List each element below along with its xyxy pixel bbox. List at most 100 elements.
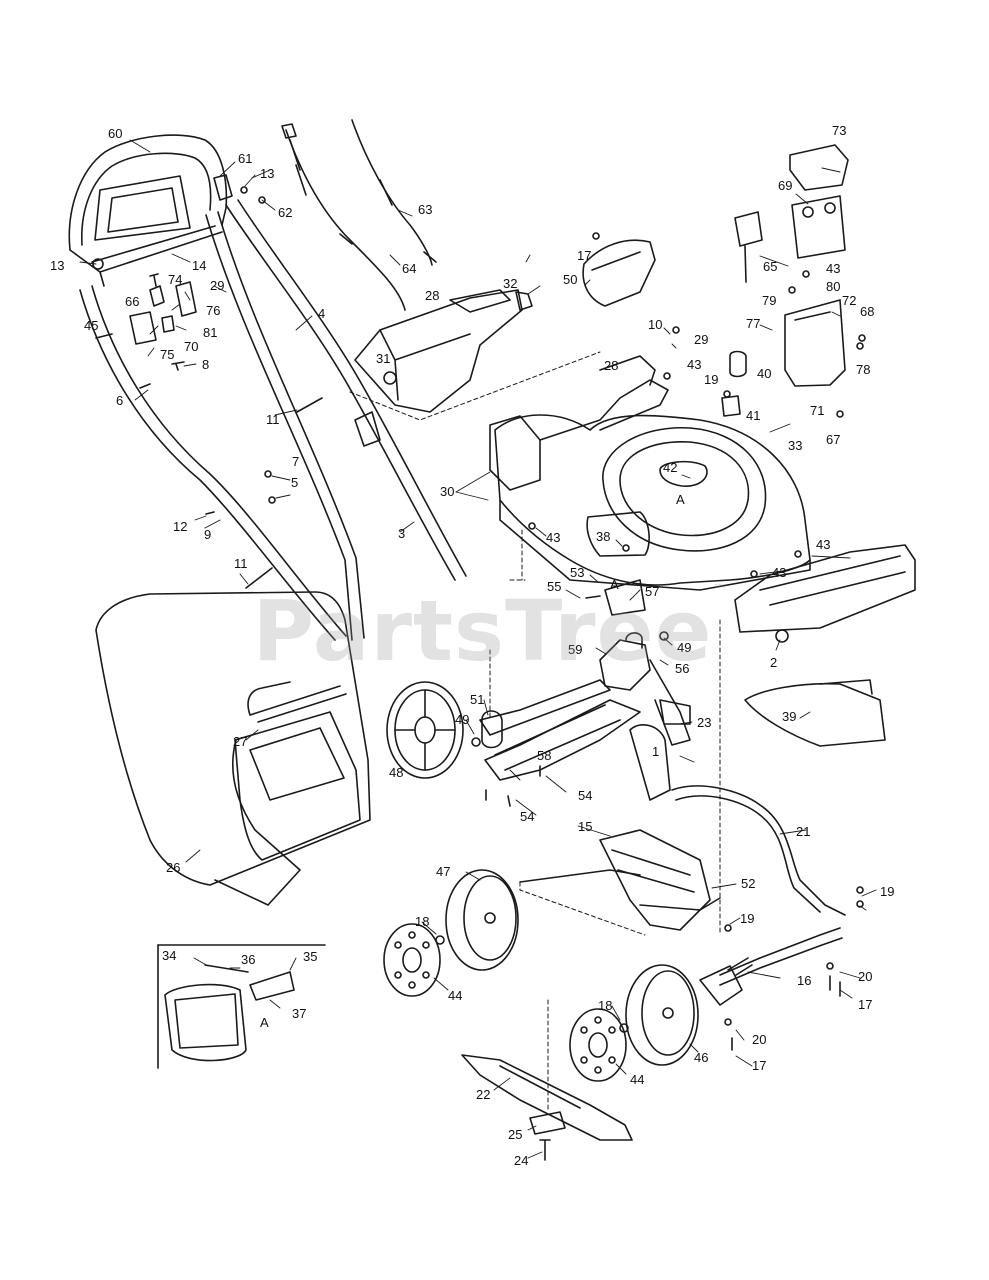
label-28b: 28 — [604, 358, 618, 373]
label-6: 6 — [116, 393, 123, 408]
label-73: 73 — [832, 123, 846, 138]
label-13: 13 — [260, 166, 274, 181]
lower-handle-tube[interactable] — [79, 211, 365, 641]
label-7: 7 — [292, 454, 299, 469]
handle-control-parts[interactable] — [129, 273, 197, 371]
label-42: 42 — [663, 460, 677, 475]
label-18: 18 — [415, 914, 429, 929]
label-49b: 49 — [455, 712, 469, 727]
label-71: 71 — [810, 403, 824, 418]
label-40: 40 — [757, 366, 771, 381]
label-36: 36 — [241, 952, 255, 967]
label-74: 74 — [168, 272, 182, 287]
label-16: 16 — [797, 973, 811, 988]
label-80: 80 — [826, 279, 840, 294]
upper-handle-assembly[interactable] — [68, 134, 233, 287]
label-62: 62 — [278, 205, 292, 220]
battery-cover[interactable] — [789, 144, 849, 191]
label-18b: 18 — [598, 998, 612, 1013]
drive-shift-assembly[interactable] — [479, 679, 641, 781]
battery-charger[interactable] — [734, 211, 763, 283]
label-75: 75 — [160, 347, 174, 362]
inset-frame — [157, 944, 326, 1069]
label-20: 20 — [858, 969, 872, 984]
label-56: 56 — [675, 661, 689, 676]
assembly-guide-lines — [349, 351, 721, 1111]
hubcap-left[interactable] — [383, 923, 441, 997]
label-43b: 43 — [546, 530, 560, 545]
front-wheel-left[interactable] — [445, 869, 519, 971]
blade-adapter[interactable] — [529, 1111, 566, 1135]
label-46: 46 — [694, 1050, 708, 1065]
label-38: 38 — [596, 529, 610, 544]
label-20b: 20 — [752, 1032, 766, 1047]
label-19c: 19 — [740, 911, 754, 926]
label-30: 30 — [440, 484, 454, 499]
front-wheel-right[interactable] — [625, 964, 699, 1066]
label-19: 19 — [704, 372, 718, 387]
label-77: 77 — [746, 316, 760, 331]
label-13b: 13 — [50, 258, 64, 273]
rear-wheel-hubcap[interactable] — [386, 681, 464, 779]
mulching-kit-inset[interactable] — [164, 964, 295, 1062]
label-54: 54 — [578, 788, 592, 803]
label-70: 70 — [184, 339, 198, 354]
label-ref-a-3: A — [260, 1015, 269, 1030]
mower-deck[interactable] — [489, 355, 811, 591]
label-34: 34 — [162, 948, 176, 963]
label-48: 48 — [389, 765, 403, 780]
wheel-height-adjuster[interactable] — [599, 699, 721, 931]
upper-handle-tube[interactable] — [225, 199, 467, 581]
label-3: 3 — [398, 526, 405, 541]
label-44b: 44 — [630, 1072, 644, 1087]
label-23: 23 — [697, 715, 711, 730]
front-axle[interactable] — [519, 869, 641, 883]
rear-discharge-door[interactable] — [354, 289, 533, 413]
hubcap-right[interactable] — [569, 1008, 627, 1082]
label-76: 76 — [206, 303, 220, 318]
label-39: 39 — [782, 709, 796, 724]
label-2: 2 — [770, 655, 777, 670]
side-discharge-chute[interactable] — [734, 544, 916, 643]
label-52: 52 — [741, 876, 755, 891]
label-43d: 43 — [772, 565, 786, 580]
blade-bolt[interactable] — [539, 1139, 551, 1161]
label-47: 47 — [436, 864, 450, 879]
label-31: 31 — [376, 351, 390, 366]
battery-box[interactable] — [784, 299, 846, 387]
label-43e: 43 — [826, 261, 840, 276]
label-43c: 43 — [816, 537, 830, 552]
label-ref-a: A — [676, 492, 685, 507]
label-14: 14 — [192, 258, 206, 273]
label-9: 9 — [204, 527, 211, 542]
label-ref-a-2: A — [610, 577, 619, 592]
label-32: 32 — [503, 276, 517, 291]
fastener-bolts[interactable] — [95, 186, 866, 1051]
grass-catcher-bag[interactable] — [95, 591, 371, 906]
label-54b: 54 — [520, 809, 534, 824]
mower-blade[interactable] — [461, 1054, 633, 1141]
label-4: 4 — [318, 306, 325, 321]
chute-deflector-plate[interactable] — [744, 679, 886, 747]
label-8: 8 — [202, 357, 209, 372]
label-65: 65 — [763, 259, 777, 274]
label-63: 63 — [418, 202, 432, 217]
label-10: 10 — [648, 317, 662, 332]
label-37: 37 — [292, 1006, 306, 1021]
mulch-plug-deflector[interactable] — [582, 239, 656, 307]
electric-start-parts[interactable] — [721, 350, 747, 417]
label-67: 67 — [826, 432, 840, 447]
height-adjust-lever[interactable] — [699, 957, 753, 1006]
label-64: 64 — [402, 261, 416, 276]
label-12: 12 — [173, 519, 187, 534]
label-22: 22 — [476, 1087, 490, 1102]
label-43: 43 — [687, 357, 701, 372]
rear-axle-rod[interactable] — [671, 785, 846, 986]
label-17b: 17 — [858, 997, 872, 1012]
battery[interactable] — [791, 195, 846, 259]
label-50: 50 — [563, 272, 577, 287]
label-51: 51 — [470, 692, 484, 707]
control-cables[interactable] — [281, 119, 437, 311]
